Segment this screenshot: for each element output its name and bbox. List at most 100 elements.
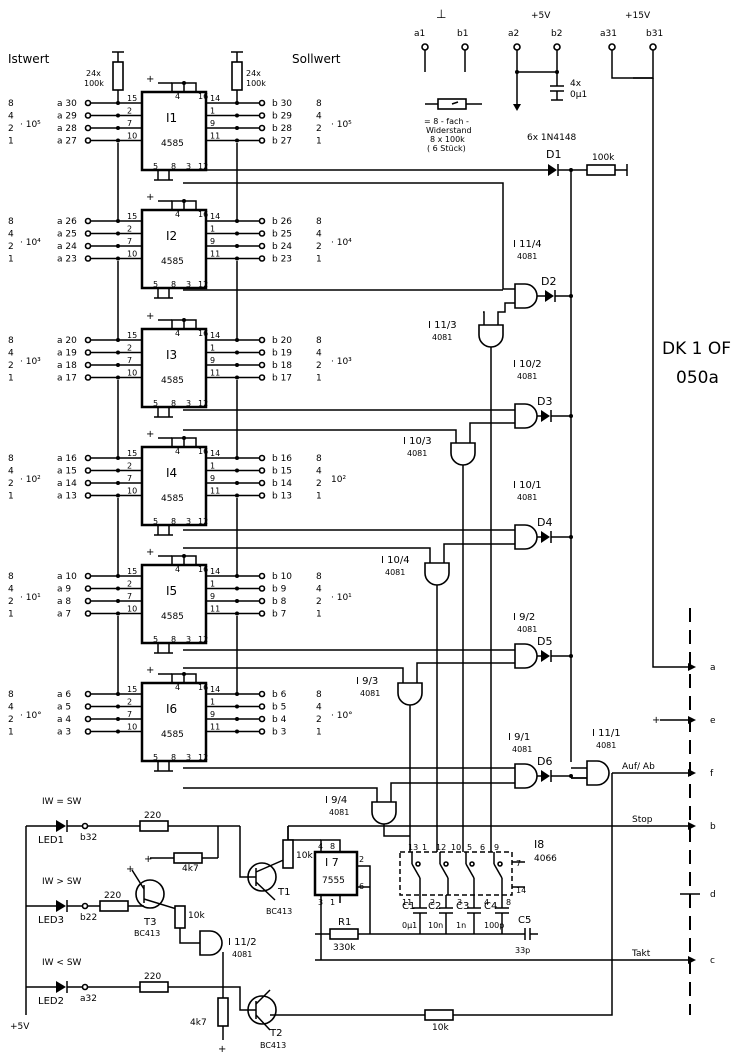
pin-label: 14 <box>210 212 220 221</box>
pin-label: 10 <box>127 605 137 614</box>
auf-ab-label: Auf/ Ab <box>622 762 655 772</box>
gate-part: 4081 <box>432 333 452 342</box>
svg-text:Widerstand: Widerstand <box>426 126 472 135</box>
weight-label: 4 <box>316 112 322 122</box>
comparator-part: 4585 <box>161 257 184 267</box>
svg-text:⊥: ⊥ <box>436 7 446 21</box>
diode-label: D2 <box>541 275 556 288</box>
plus-sign: + <box>218 1044 226 1055</box>
board-id-line1: DK 1 OF <box>662 339 731 359</box>
pin-label: 3 <box>186 517 191 526</box>
comparator-name: I5 <box>166 584 177 598</box>
pin-label: 1 <box>210 698 215 707</box>
r4k7-label: 4k7 <box>190 1018 207 1028</box>
gate-name: I 11/4 <box>513 239 542 250</box>
diode-label: D6 <box>537 755 552 768</box>
t3-type: BC413 <box>134 929 160 938</box>
led-name: LED3 <box>38 915 64 926</box>
input-a-label: a 23 <box>57 255 77 265</box>
weight-label: 2 <box>8 124 14 134</box>
svg-text:2: 2 <box>430 898 435 907</box>
comparator-name: I3 <box>166 348 177 362</box>
switch-ic-i8: I8 4066 13 1 12 10 5 6 9 7 14 2 3 4 11 8 <box>399 838 557 907</box>
exponent-left: · 10⁴ <box>20 238 41 248</box>
weight-label: 1 <box>316 492 322 502</box>
input-b-label: b 5 <box>272 703 286 713</box>
svg-text:24x: 24x <box>86 69 101 78</box>
comparator-part: 4585 <box>161 494 184 504</box>
svg-text:100k: 100k <box>84 79 104 88</box>
weight-label: 4 <box>316 703 322 713</box>
pin-label: 16 <box>198 683 208 692</box>
diode-label: D3 <box>537 395 552 408</box>
t1-name: T1 <box>277 887 290 898</box>
pin-label: 12 <box>198 399 208 408</box>
input-a-label: a 10 <box>57 572 77 582</box>
weight-label: 4 <box>316 349 322 359</box>
pin-label: 15 <box>127 94 137 103</box>
weight-label: 8 <box>316 690 322 700</box>
gate-name: I 10/4 <box>381 555 410 566</box>
svg-text:8: 8 <box>506 898 511 907</box>
gate-name: I 11/3 <box>428 320 457 331</box>
gate-part: 4081 <box>596 741 616 750</box>
pin-label: 2 <box>127 462 132 471</box>
weight-label: 8 <box>316 454 322 464</box>
svg-text:9: 9 <box>494 843 499 852</box>
pin-label: 11 <box>210 250 220 259</box>
gate-part: 4081 <box>385 568 405 577</box>
pin-label: 3 <box>186 753 191 762</box>
sollwert-label: Sollwert <box>292 52 341 66</box>
pin-label: 2 <box>127 580 132 589</box>
weight-label: 1 <box>8 492 14 502</box>
pin-label: 1 <box>210 462 215 471</box>
t2-type: BC413 <box>260 1041 286 1050</box>
pin-label: 2 <box>127 225 132 234</box>
svg-text:b1: b1 <box>457 29 468 39</box>
input-b-label: b 16 <box>272 454 292 464</box>
input-b-label: b 8 <box>272 597 287 607</box>
stop-label: Stop <box>632 815 653 825</box>
pin-label: 3 <box>186 635 191 644</box>
pin-label: 9 <box>210 119 215 128</box>
weight-label: 8 <box>8 454 14 464</box>
comparator-name: I1 <box>166 111 177 125</box>
pin-label: 16 <box>198 210 208 219</box>
svg-text:+5V: +5V <box>531 11 551 21</box>
pin-label: 8 <box>171 517 176 526</box>
svg-text:7: 7 <box>516 859 521 868</box>
pin-label: 16 <box>198 92 208 101</box>
svg-text:( 6 Stück): ( 6 Stück) <box>427 144 466 153</box>
gate-name: I 11/2 <box>228 937 257 948</box>
gate-name: I 9/2 <box>513 612 535 623</box>
switch-blade <box>439 863 449 879</box>
pin-label: 11 <box>210 369 220 378</box>
pin-label: 7 <box>127 710 132 719</box>
svg-text:11: 11 <box>402 898 412 907</box>
weight-label: 1 <box>8 255 14 265</box>
input-b-label: b 14 <box>272 479 292 489</box>
cap-value: 100p <box>484 921 504 930</box>
resistor-4k7-t2 <box>217 997 229 1027</box>
led-1-symbol <box>56 820 66 832</box>
pin-label: 12 <box>198 517 208 526</box>
weight-label: 8 <box>8 99 14 109</box>
weight-label: 8 <box>316 217 322 227</box>
resistor-100k <box>586 164 616 176</box>
switch-pivot <box>415 861 421 867</box>
pin-label: 1 <box>210 107 215 116</box>
switch-pivot <box>497 861 503 867</box>
svg-text:24x: 24x <box>246 69 261 78</box>
pin-label: 9 <box>210 474 215 483</box>
gate-part: 4081 <box>512 745 532 754</box>
svg-text:= 8 - fach -: = 8 - fach - <box>424 117 469 126</box>
exponent-right: · 10° <box>331 711 353 721</box>
svg-text:4x: 4x <box>570 79 582 89</box>
